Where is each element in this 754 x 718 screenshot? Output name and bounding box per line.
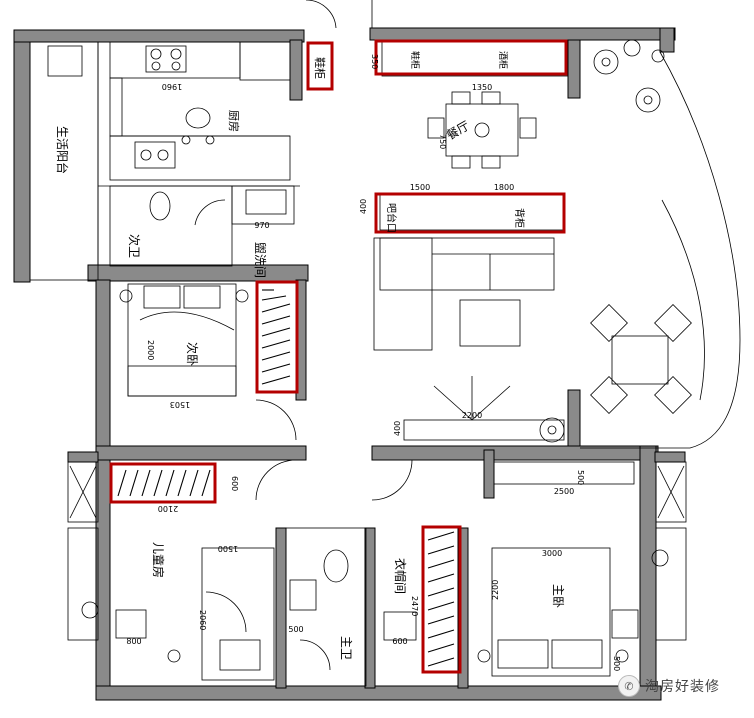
label-shoe-cabinet-dining: 鞋柜 xyxy=(409,51,421,69)
label-wine-cabinet: 酒柜 xyxy=(497,51,509,69)
label-kitchen: 厨房 xyxy=(227,110,240,132)
label-second-bath: 次卫 xyxy=(127,234,141,258)
dim-350: 350 xyxy=(370,54,379,69)
dim-2060: 2060 xyxy=(198,610,207,630)
dim-2000a: 2000 xyxy=(146,340,155,360)
label-cloakroom: 衣帽间 xyxy=(393,558,408,594)
highlight-kids-wardrobe xyxy=(109,462,217,504)
dim-500a: 500 xyxy=(576,470,585,485)
dim-1500b: 1500 xyxy=(218,544,238,553)
dim-2100: 2100 xyxy=(158,504,178,513)
dim-400a: 400 xyxy=(359,199,368,214)
dim-500b: 500 xyxy=(288,625,303,634)
dim-1960: 1960 xyxy=(162,82,182,91)
highlight-dining-cabinet xyxy=(374,39,568,76)
dim-970: 970 xyxy=(254,221,269,230)
dim-2470: 2470 xyxy=(410,596,419,616)
dim-1350: 1350 xyxy=(472,83,492,92)
room-labels: 鞋柜 厨房 生活阳台 餐厅 鞋柜 酒柜 吧台口 背柜 次卫 盥洗间 次卧 儿童房… xyxy=(55,51,565,660)
highlight-second-bedroom-wardrobe xyxy=(255,280,299,394)
dim-2500: 2500 xyxy=(554,487,574,496)
wechat-icon: ✆ xyxy=(618,675,640,697)
dim-600b: 600 xyxy=(392,637,407,646)
dim-1800: 1800 xyxy=(494,183,514,192)
label-master-bath: 主卫 xyxy=(339,636,353,660)
plant-icons xyxy=(539,39,665,443)
label-second-bedroom: 次卧 xyxy=(185,342,199,366)
highlight-shoe-cabinet-entry xyxy=(306,41,334,91)
watermark: ✆ 淘房好装修 xyxy=(618,672,748,700)
dim-600: 600 xyxy=(230,476,239,491)
dimension-labels: 1960 350 1350 750 1500 1800 400 970 2000… xyxy=(126,54,621,671)
highlight-bar-counter xyxy=(374,192,566,234)
dim-1500a: 1500 xyxy=(410,183,430,192)
watermark-text: 淘房好装修 xyxy=(645,679,720,695)
dim-2200: 2200 xyxy=(462,411,482,420)
dim-2200b: 2200 xyxy=(491,580,500,600)
highlight-boxes xyxy=(109,39,568,674)
label-shoes-cabinet: 鞋柜 xyxy=(313,57,327,79)
walls xyxy=(13,27,686,701)
wardrobe-hatching xyxy=(117,289,455,667)
label-back-cabinet: 背柜 xyxy=(513,208,526,228)
dim-1503: 1503 xyxy=(170,400,190,409)
label-wash-room: 盥洗间 xyxy=(253,242,267,278)
highlight-cloakroom-wardrobe xyxy=(421,525,462,674)
dim-3000: 3000 xyxy=(542,549,562,558)
label-master-bedroom: 主卧 xyxy=(551,584,565,608)
dim-500c: 500 xyxy=(612,656,621,671)
label-bar-counter: 吧台口 xyxy=(385,203,398,233)
dim-750: 750 xyxy=(438,134,447,149)
dim-800: 800 xyxy=(126,637,141,646)
dim-400b: 400 xyxy=(393,421,402,436)
label-service-balcony: 生活阳台 xyxy=(55,126,70,174)
label-kids-room: 儿童房 xyxy=(151,542,166,578)
interior-lines xyxy=(29,0,741,687)
